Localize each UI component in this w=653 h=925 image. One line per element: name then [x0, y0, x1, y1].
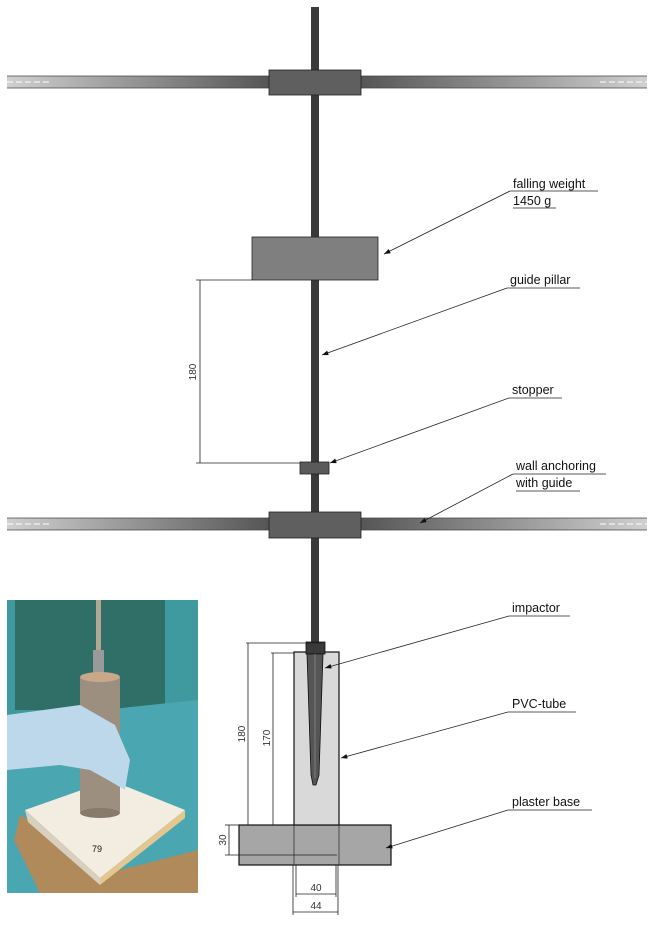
callout-falling-weight: falling weight 1450 g: [383, 177, 598, 255]
stopper-label: stopper: [512, 383, 554, 397]
wall-anchoring-top: [7, 69, 647, 96]
outer-diameter-label: 44: [310, 901, 322, 912]
falling-weight-mass-label: 1450 g: [513, 194, 551, 208]
callout-stopper: stopper: [329, 383, 562, 464]
drop-height-label: 180: [188, 363, 199, 380]
tube-inner-label: 170: [262, 729, 273, 746]
callout-pvc-tube: PVC-tube: [340, 697, 576, 759]
plaster-base: [238, 824, 392, 866]
pvc-tube-label: PVC-tube: [512, 697, 566, 711]
callout-guide-pillar: guide pillar: [321, 273, 580, 356]
stopper: [299, 461, 330, 475]
guide-pillar: [311, 7, 319, 647]
base-height-label: 30: [218, 834, 229, 846]
drop-height-dimension: 180: [188, 279, 300, 464]
plaster-base-label: plaster base: [512, 795, 580, 809]
impactor: [305, 641, 326, 786]
guide-pillar-label: guide pillar: [510, 273, 570, 287]
tube-total-label: 180: [237, 725, 248, 742]
impactor-label: impactor: [512, 601, 560, 615]
inner-diameter-label: 40: [310, 883, 322, 894]
plaster-block-marking: 79: [92, 844, 102, 854]
wall-anchoring-label-1: wall anchoring: [515, 459, 596, 473]
wall-anchoring-label-2: with guide: [515, 476, 572, 490]
callout-impactor: impactor: [324, 601, 570, 669]
callout-wall-anchoring: wall anchoring with guide: [419, 459, 606, 524]
tube-dimensions: 180 170 30 40 44: [218, 642, 339, 915]
falling-weight-label: falling weight: [513, 177, 586, 191]
wall-anchoring-lower: [7, 511, 647, 539]
falling-weight: [251, 236, 379, 281]
callout-plaster-base: plaster base: [385, 795, 592, 849]
test-setup-photo: 79: [7, 600, 198, 893]
